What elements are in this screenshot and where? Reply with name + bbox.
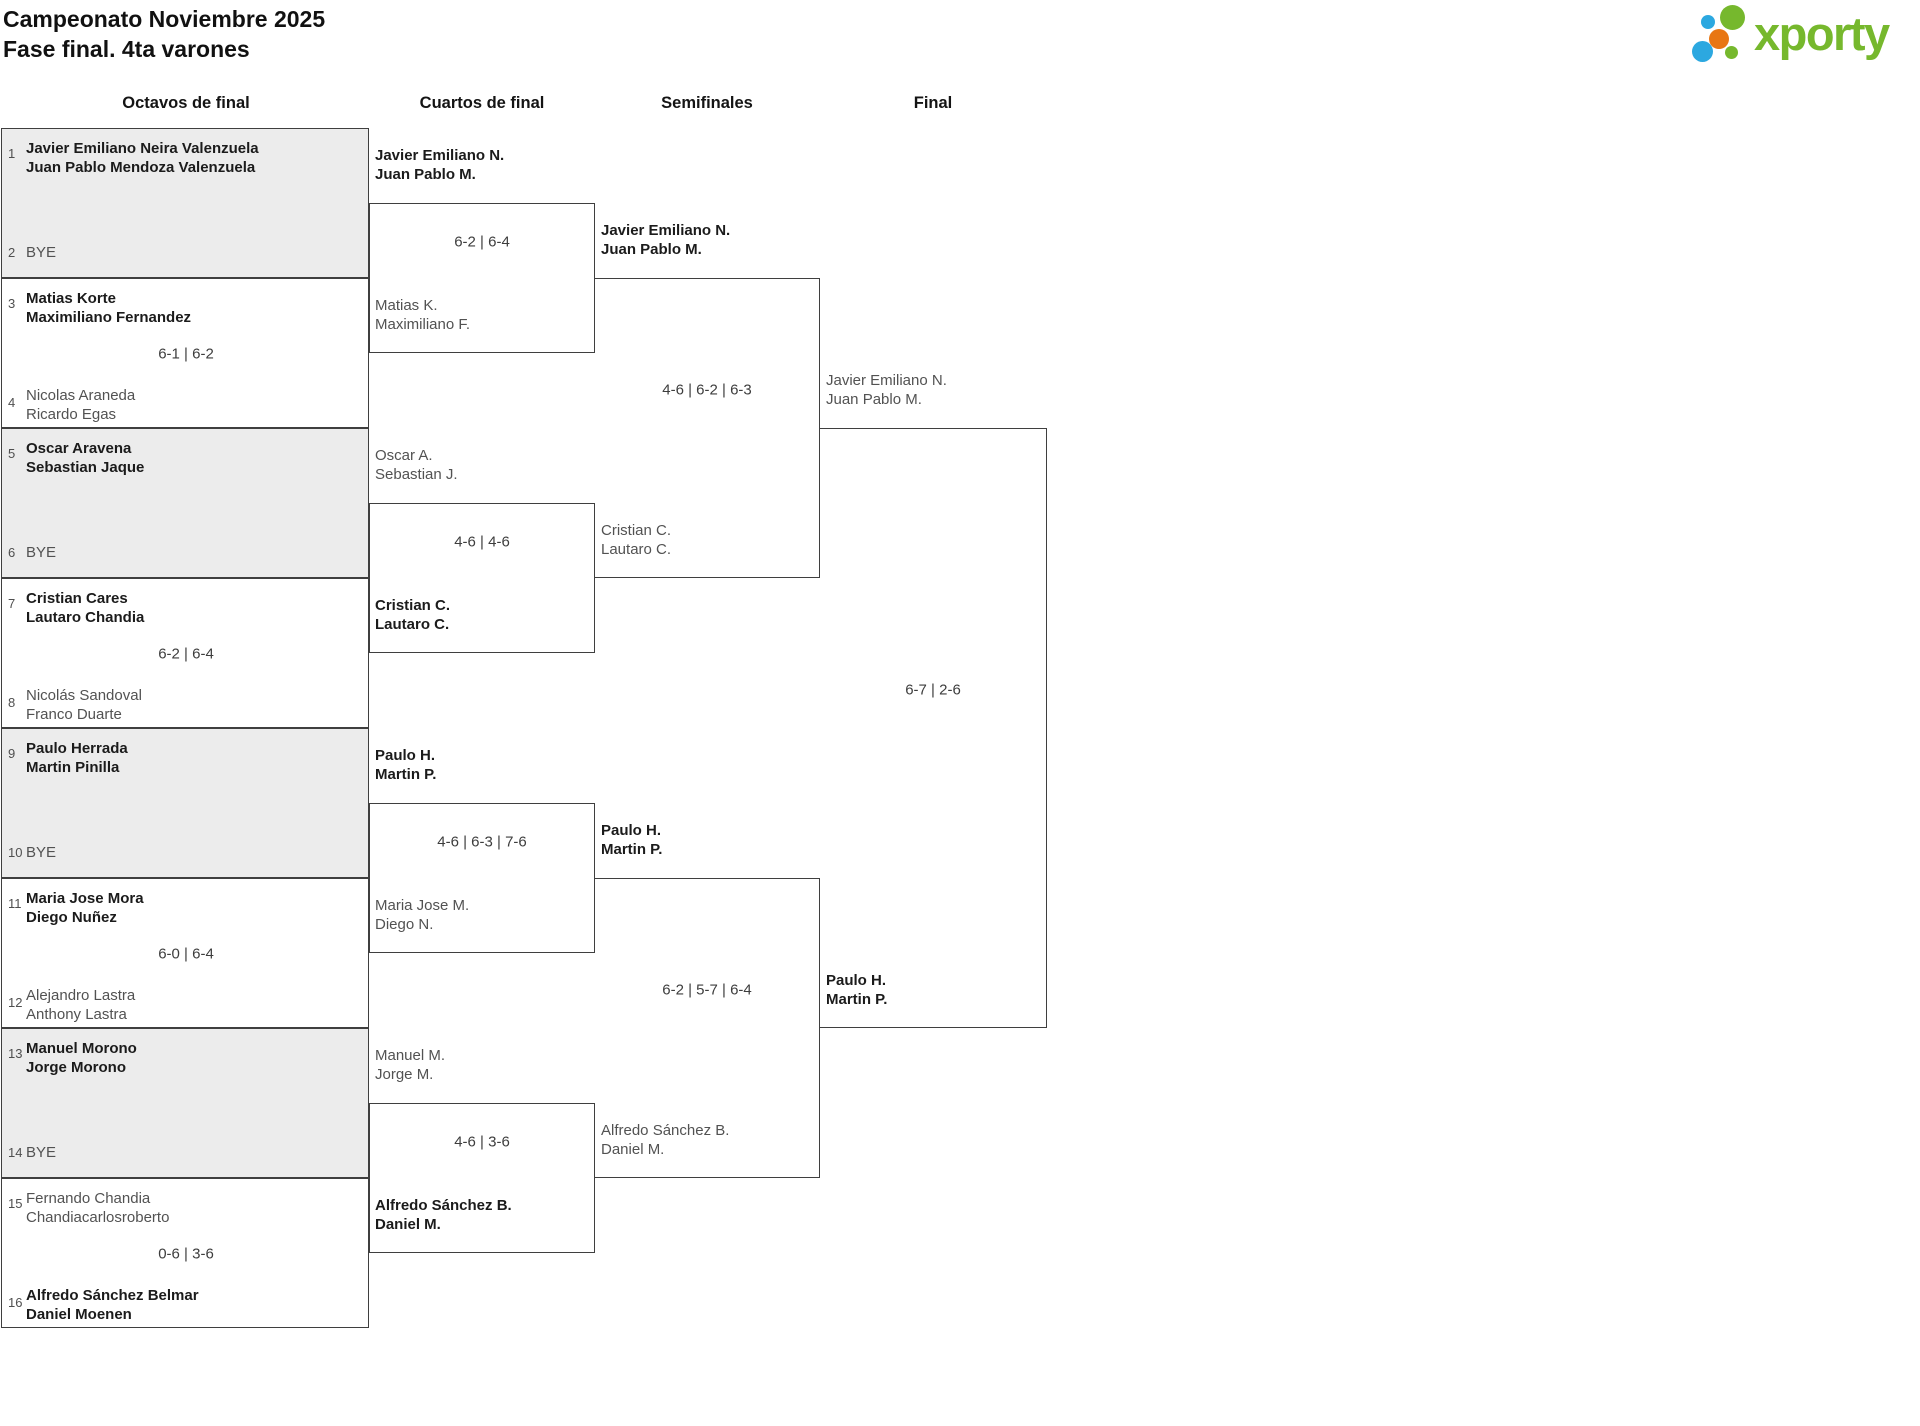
match-score: 6-7 | 2-6 (905, 681, 961, 699)
team-name: BYE (26, 844, 57, 861)
match-score: 0-6 | 3-6 (158, 1245, 214, 1263)
page-subtitle: Fase final. 4ta varones (3, 36, 250, 62)
finalist-team: Paulo H.Martin P. (826, 972, 888, 1008)
sf-match-2-box (595, 878, 820, 1178)
seed-number: 6 (8, 545, 16, 560)
advancing-team: Cristian C.Lautaro C. (601, 522, 672, 558)
seed-number: 2 (8, 245, 16, 260)
advancing-team: Javier Emiliano N.Juan Pablo M. (375, 147, 505, 183)
advancing-team: Manuel M.Jorge M. (375, 1047, 446, 1083)
seed-number: 1 (8, 146, 16, 161)
advancing-team: Alfredo Sánchez B.Daniel M. (601, 1122, 730, 1158)
logo-dot-blue-small (1701, 15, 1715, 29)
qf-match-4-box (369, 1103, 595, 1253)
round-header-semifinales: Semifinales (661, 94, 753, 112)
seed-number: 16 (8, 1295, 23, 1310)
team-name: BYE (26, 1144, 57, 1161)
seed-number: 8 (8, 695, 16, 710)
match-score: 6-0 | 6-4 (158, 945, 214, 963)
round-header-cuartos: Cuartos de final (419, 94, 545, 112)
match-score: 4-6 | 6-3 | 7-6 (437, 833, 527, 851)
logo-dot-orange (1709, 29, 1729, 49)
seed-number: 12 (8, 995, 23, 1010)
round-header-final: Final (913, 94, 953, 112)
match-score: 6-1 | 6-2 (158, 345, 214, 363)
seed-number: 14 (8, 1145, 23, 1160)
seed-number: 11 (8, 896, 22, 911)
advancing-team: Paulo H.Martin P. (601, 822, 663, 858)
seed-number: 10 (8, 845, 23, 860)
advancing-team: Paulo H.Martin P. (375, 747, 437, 783)
team-name: BYE (26, 544, 57, 561)
seed-number: 15 (8, 1196, 23, 1211)
match-score: 6-2 | 5-7 | 6-4 (662, 981, 752, 999)
match-score: 4-6 | 4-6 (454, 533, 510, 551)
match-score: 6-2 | 6-4 (158, 645, 214, 663)
sf-match-1-box (595, 278, 820, 578)
advancing-team: Matias K.Maximiliano F. (375, 297, 471, 333)
advancing-team: Cristian C.Lautaro C. (375, 597, 451, 633)
qf-match-3-box (369, 803, 595, 953)
seed-number: 3 (8, 296, 16, 311)
advancing-team: Javier Emiliano N.Juan Pablo M. (601, 222, 731, 258)
match-score: 4-6 | 3-6 (454, 1133, 510, 1151)
match-score: 6-2 | 6-4 (454, 233, 510, 251)
advancing-team: Alfredo Sánchez B.Daniel M. (375, 1197, 512, 1233)
xporty-logo[interactable]: xporty (1690, 0, 1920, 75)
seed-number: 4 (8, 395, 16, 410)
qf-match-1-box (369, 203, 595, 353)
seed-number: 13 (8, 1046, 23, 1061)
logo-dot-green-small (1725, 46, 1738, 59)
final-match-box (820, 428, 1047, 1028)
advancing-team: Maria Jose M.Diego N. (375, 897, 470, 933)
page-title: Campeonato Noviembre 2025 (3, 6, 326, 32)
finalist-team: Javier Emiliano N.Juan Pablo M. (826, 372, 947, 408)
seed-number: 9 (8, 746, 16, 761)
logo-dot-blue-large (1692, 41, 1713, 62)
round-header-octavos: Octavos de final (122, 94, 250, 112)
seed-number: 7 (8, 596, 16, 611)
team-name: BYE (26, 244, 57, 261)
logo-wordmark: xporty (1754, 7, 1890, 60)
qf-match-2-box (369, 503, 595, 653)
match-score: 4-6 | 6-2 | 6-3 (662, 381, 752, 399)
logo-dot-green-large (1720, 5, 1745, 30)
seed-number: 5 (8, 446, 16, 461)
advancing-team: Oscar A.Sebastian J. (375, 447, 458, 483)
